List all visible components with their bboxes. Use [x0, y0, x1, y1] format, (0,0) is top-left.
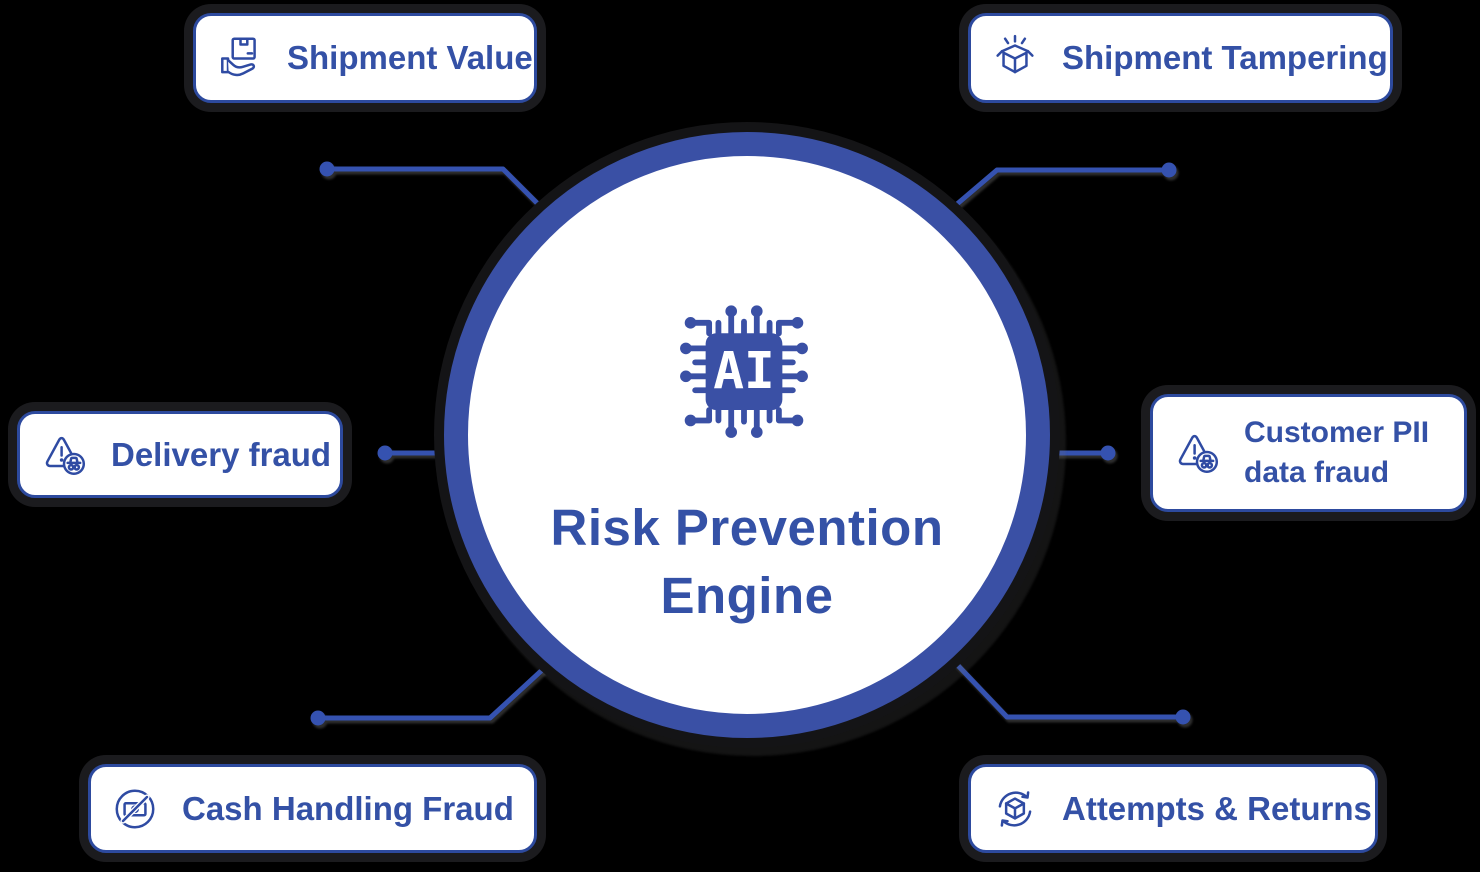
node-attempts-returns: Attempts & Returns: [968, 764, 1378, 853]
node-delivery-fraud: Delivery fraud: [17, 411, 343, 498]
warning-spy-icon: [39, 430, 89, 480]
warning-spy-icon: [1172, 428, 1222, 478]
node-customer-pii-data-fraud: Customer PII data fraud: [1150, 394, 1467, 512]
no-cash-icon: [110, 784, 160, 834]
node-label: Delivery fraud: [111, 435, 332, 473]
node-label-line1: Customer PII: [1244, 416, 1430, 449]
hand-holding-box-icon: [215, 33, 265, 83]
node-shipment-value: Shipment Value: [193, 13, 537, 103]
node-label: Attempts & Returns: [1062, 789, 1372, 827]
engine-title: Risk Prevention Engine: [468, 494, 1026, 630]
open-box-burst-icon: [990, 33, 1040, 83]
ai-chip-icon: AI: [680, 305, 808, 438]
node-label: Shipment Tampering: [1062, 39, 1388, 76]
node-label: Customer PII data fraud: [1244, 413, 1429, 493]
risk-prevention-engine-node: AI Risk Prevention Engine: [444, 132, 1050, 738]
node-shipment-tampering: Shipment Tampering: [968, 13, 1393, 103]
box-return-cycle-icon: [990, 784, 1040, 834]
chip-ai-label: AI: [713, 342, 775, 401]
connector-bottom-right: [946, 653, 1191, 725]
engine-title-line1: Risk Prevention: [550, 499, 944, 556]
node-label: Shipment Value: [287, 39, 533, 76]
engine-title-line2: Engine: [660, 567, 834, 624]
node-label-line2: data fraud: [1244, 456, 1390, 489]
node-cash-handling-fraud: Cash Handling Fraud: [88, 764, 537, 853]
connector-top-left: [319, 161, 558, 224]
connector-top-right: [941, 162, 1177, 218]
node-label: Cash Handling Fraud: [182, 789, 514, 827]
connector-bottom-left: [310, 658, 555, 726]
